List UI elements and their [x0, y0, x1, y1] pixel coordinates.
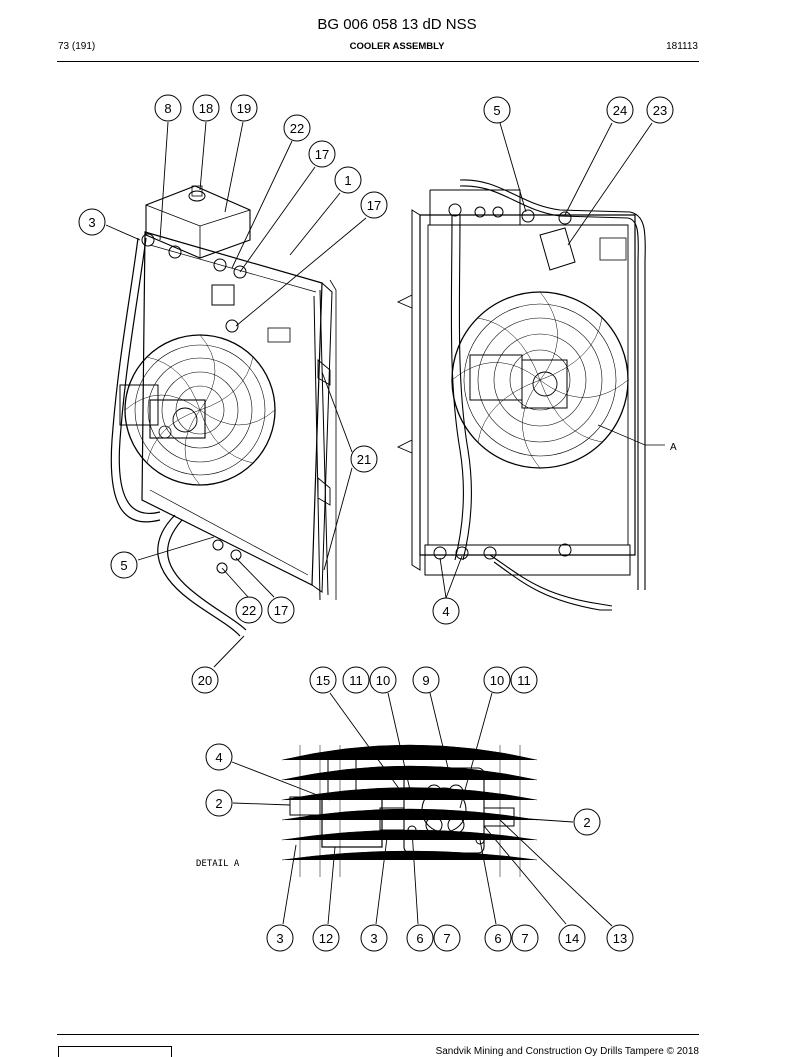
svg-text:3: 3 — [370, 931, 377, 946]
callout-3-detail-b: 3 — [360, 924, 388, 952]
svg-text:9: 9 — [422, 673, 429, 688]
callout-1: 1 — [334, 166, 362, 194]
svg-text:22: 22 — [290, 121, 304, 136]
svg-text:4: 4 — [442, 604, 449, 619]
callout-17-mid: 17 — [360, 191, 388, 219]
svg-text:10: 10 — [490, 673, 504, 688]
svg-text:10: 10 — [376, 673, 390, 688]
callout-10-left: 10 — [369, 666, 397, 694]
svg-text:3: 3 — [276, 931, 283, 946]
callout-18: 18 — [192, 94, 220, 122]
svg-text:14: 14 — [565, 931, 579, 946]
svg-text:6: 6 — [416, 931, 423, 946]
svg-text:17: 17 — [274, 603, 288, 618]
svg-text:1: 1 — [344, 173, 351, 188]
svg-text:4: 4 — [215, 750, 222, 765]
header-rule — [57, 61, 699, 62]
callout-17-top: 17 — [308, 140, 336, 168]
svg-text:21: 21 — [357, 452, 371, 467]
svg-text:5: 5 — [120, 558, 127, 573]
svg-text:7: 7 — [521, 931, 528, 946]
svg-text:12: 12 — [319, 931, 333, 946]
callout-6-left: 6 — [406, 924, 434, 952]
document-number: BG 006 058 13 dD NSS — [317, 16, 477, 33]
svg-text:23: 23 — [653, 103, 667, 118]
right-cooler-view — [396, 179, 665, 611]
callout-19: 19 — [230, 94, 258, 122]
callout-15: 15 — [309, 666, 337, 694]
section-title: COOLER ASSEMBLY — [349, 41, 445, 52]
left-cooler-view — [110, 185, 337, 637]
svg-text:11: 11 — [349, 673, 363, 688]
callout-10-right: 10 — [483, 666, 511, 694]
callout-11-left: 11 — [342, 666, 370, 694]
svg-text:2: 2 — [215, 796, 222, 811]
callout-4-detail: 4 — [205, 743, 233, 771]
date-code: 181113 — [666, 41, 698, 52]
svg-text:17: 17 — [367, 198, 381, 213]
callout-22-bottom: 22 — [235, 596, 263, 624]
svg-text:22: 22 — [242, 603, 256, 618]
callout-22-top: 22 — [283, 114, 311, 142]
callout-9: 9 — [412, 666, 440, 694]
footer-rule — [57, 1034, 699, 1035]
callout-5-right: 5 — [483, 96, 511, 124]
svg-text:6: 6 — [494, 931, 501, 946]
callout-21: 21 — [350, 445, 378, 473]
callout-3-left: 3 — [78, 208, 106, 236]
svg-text:5: 5 — [493, 103, 500, 118]
detail-a-view — [281, 744, 538, 877]
page-number: 73 (191) — [58, 41, 96, 52]
svg-text:19: 19 — [237, 101, 251, 116]
callout-12: 12 — [312, 924, 340, 952]
company-logo — [58, 1046, 172, 1057]
callout-23: 23 — [646, 96, 674, 124]
callout-11-right: 11 — [510, 666, 538, 694]
detail-ref-label: A — [670, 442, 677, 453]
svg-text:13: 13 — [613, 931, 627, 946]
callout-20: 20 — [191, 666, 219, 694]
callout-3-detail-a: 3 — [266, 924, 294, 952]
svg-text:11: 11 — [517, 673, 531, 688]
svg-text:8: 8 — [164, 101, 171, 116]
svg-text:15: 15 — [316, 673, 330, 688]
svg-text:17: 17 — [315, 147, 329, 162]
svg-text:24: 24 — [613, 103, 627, 118]
callout-2-right: 2 — [573, 808, 601, 836]
callout-5-left: 5 — [110, 551, 138, 579]
callout-6-right: 6 — [484, 924, 512, 952]
callout-13: 13 — [606, 924, 634, 952]
svg-text:20: 20 — [198, 673, 212, 688]
callout-24: 24 — [606, 96, 634, 124]
callout-17-bottom: 17 — [267, 596, 295, 624]
svg-text:7: 7 — [443, 931, 450, 946]
detail-a-label: DETAIL A — [196, 859, 240, 869]
callout-8: 8 — [154, 94, 182, 122]
callout-14: 14 — [558, 924, 586, 952]
svg-text:3: 3 — [88, 215, 95, 230]
footer-copyright: Sandvik Mining and Construction Oy Drill… — [435, 1046, 699, 1057]
callout-2-left: 2 — [205, 789, 233, 817]
callout-7-right: 7 — [511, 924, 539, 952]
callout-4-right: 4 — [432, 597, 460, 625]
callout-7-left: 7 — [433, 924, 461, 952]
leader-lines — [105, 121, 653, 927]
svg-text:2: 2 — [583, 815, 590, 830]
svg-text:18: 18 — [199, 101, 213, 116]
